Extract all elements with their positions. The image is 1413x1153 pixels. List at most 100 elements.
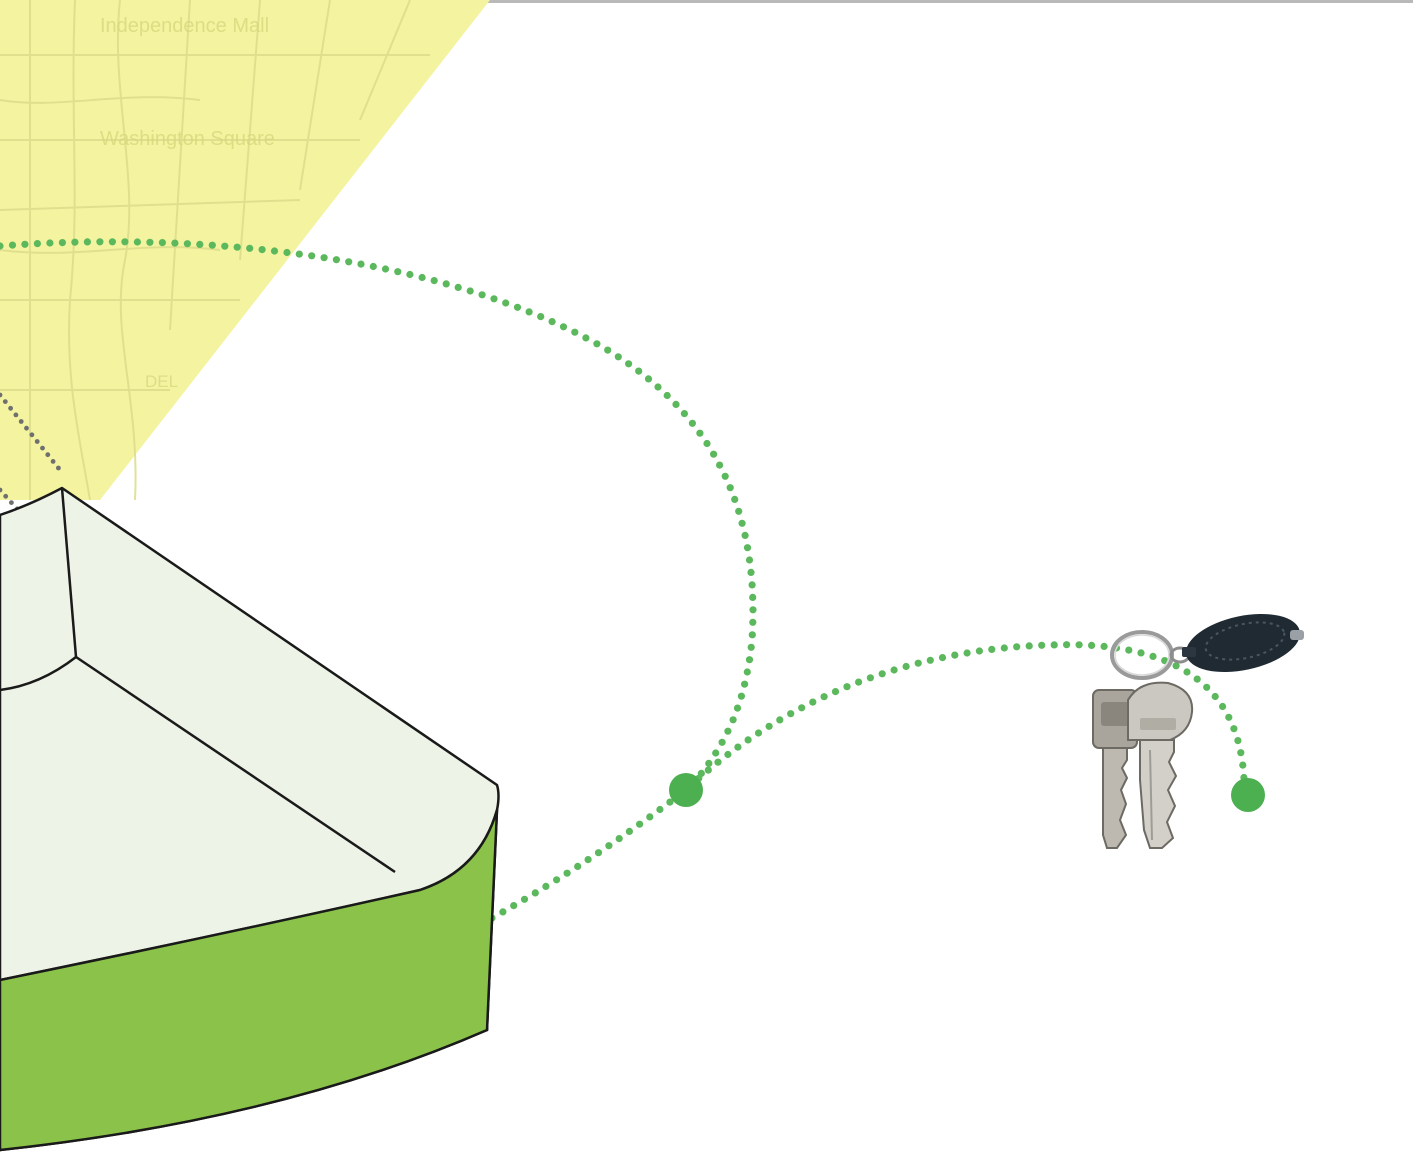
path-dot [431,277,438,284]
path-dot [21,241,28,248]
path-dot [696,430,703,437]
path-dot [616,835,623,842]
path-dot [560,323,567,330]
grey-dot [51,459,56,464]
path-dot [308,252,315,259]
path-dot [595,849,602,856]
grey-dot [40,446,45,451]
path-dot [951,652,958,659]
path-dot [1038,642,1045,649]
key-front [1128,683,1192,848]
grey-dot [19,419,24,424]
path-dot [357,261,364,268]
path-dot [121,238,128,245]
path-dot [1051,641,1058,648]
path-dot [604,347,611,354]
path-dot [283,249,290,256]
map-label-independence: Independence Mall [100,15,269,37]
path-dot [714,759,721,766]
path-dot [710,451,717,458]
path-dot [1194,676,1201,683]
path-dot [843,683,850,690]
path-dot [419,274,426,281]
path-dot [1088,642,1095,649]
path-dot [739,520,746,527]
path-dot [724,728,731,735]
path-dot [196,241,203,248]
path-dot [625,360,632,367]
path-dot [705,760,712,767]
path-dot [712,749,719,756]
path-dot [1203,684,1210,691]
path-dot [1234,737,1241,744]
path-dot [742,532,749,539]
path-dot [646,813,653,820]
path-dot [510,902,517,909]
path-dot [867,674,874,681]
path-dot [1225,714,1232,721]
path-dot [394,268,401,275]
sensor-lens-icon [0,488,499,1150]
path-dot [109,238,116,245]
path-dot [537,313,544,320]
grey-dot [35,439,40,444]
path-dot [855,679,862,686]
path-dot [672,401,679,408]
path-dot [333,256,340,263]
path-dot [159,239,166,246]
path-dot [730,716,737,723]
path-dot [499,908,506,915]
path-dot [741,681,748,688]
path-dot [915,660,922,667]
grey-dot [9,500,14,505]
path-dot [746,656,753,663]
path-dot [406,271,413,278]
path-dot [171,240,178,247]
path-dot [722,473,729,480]
path-dot [443,280,450,287]
path-dot [988,646,995,653]
path-dot [744,544,751,551]
path-dot [1076,641,1083,648]
map-beam: Independence Mall Washington Square DEL [0,0,490,500]
path-dot [903,663,910,670]
path-dot [34,240,41,247]
path-dot [749,619,756,626]
path-dot [964,649,971,656]
path-dot [734,705,741,712]
map-label-del: DEL [145,372,178,391]
grey-dot [8,406,13,411]
path-dot [738,693,745,700]
dotted-path-to-keys [488,641,1247,922]
grey-dot [14,413,19,418]
path-dot [703,440,710,447]
path-dot [9,242,16,249]
path-dot [746,556,753,563]
path-dot [542,883,549,890]
path-dot [605,842,612,849]
path-dot [626,828,633,835]
path-dot [1063,641,1070,648]
path-dot [766,723,773,730]
path-dot [184,240,191,247]
path-dot [514,304,521,311]
path-dot [724,751,731,758]
path-dot [585,856,592,863]
path-dot [246,245,253,252]
path-dot [1183,668,1190,675]
path-dot [749,581,756,588]
path-dot [370,263,377,270]
path-dot [479,291,486,298]
path-dot [1101,643,1108,650]
path-dot [755,729,762,736]
path-dot [939,654,946,661]
path-dot [735,508,742,515]
path-dot [749,594,756,601]
path-dot [891,666,898,673]
path-node-end [1231,778,1265,812]
top-edge-strip [480,0,1413,3]
path-dot [635,368,642,375]
path-dot [553,876,560,883]
path-dot [296,251,303,258]
